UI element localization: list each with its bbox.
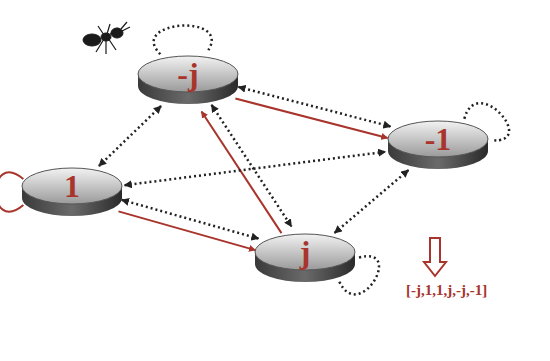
- dotted-arrow: [125, 152, 386, 185]
- dotted-arrow: [335, 170, 409, 233]
- disk-node: 1: [20, 164, 124, 220]
- dotted-arrow: [154, 26, 212, 55]
- dotted-arrow: [122, 200, 259, 239]
- node-label: 1: [20, 168, 124, 204]
- disk-node: -j: [136, 52, 240, 108]
- dotted-arrow: [238, 87, 390, 127]
- transition-arrow: [118, 211, 255, 250]
- node-label: -j: [136, 56, 240, 92]
- hollow-arrow: [424, 238, 446, 276]
- transition-arrow: [0, 172, 23, 211]
- node-label: j: [253, 234, 357, 270]
- sequence-label: [-j,1,1,j,-j,-1]: [404, 282, 489, 299]
- disk-node: j: [253, 230, 357, 286]
- ant-icon: [83, 22, 130, 54]
- node-label: -1: [386, 121, 490, 157]
- dotted-arrow: [99, 106, 161, 166]
- disk-node: -1: [386, 117, 490, 173]
- transition-arrow: [202, 111, 282, 233]
- transition-arrow: [235, 99, 387, 139]
